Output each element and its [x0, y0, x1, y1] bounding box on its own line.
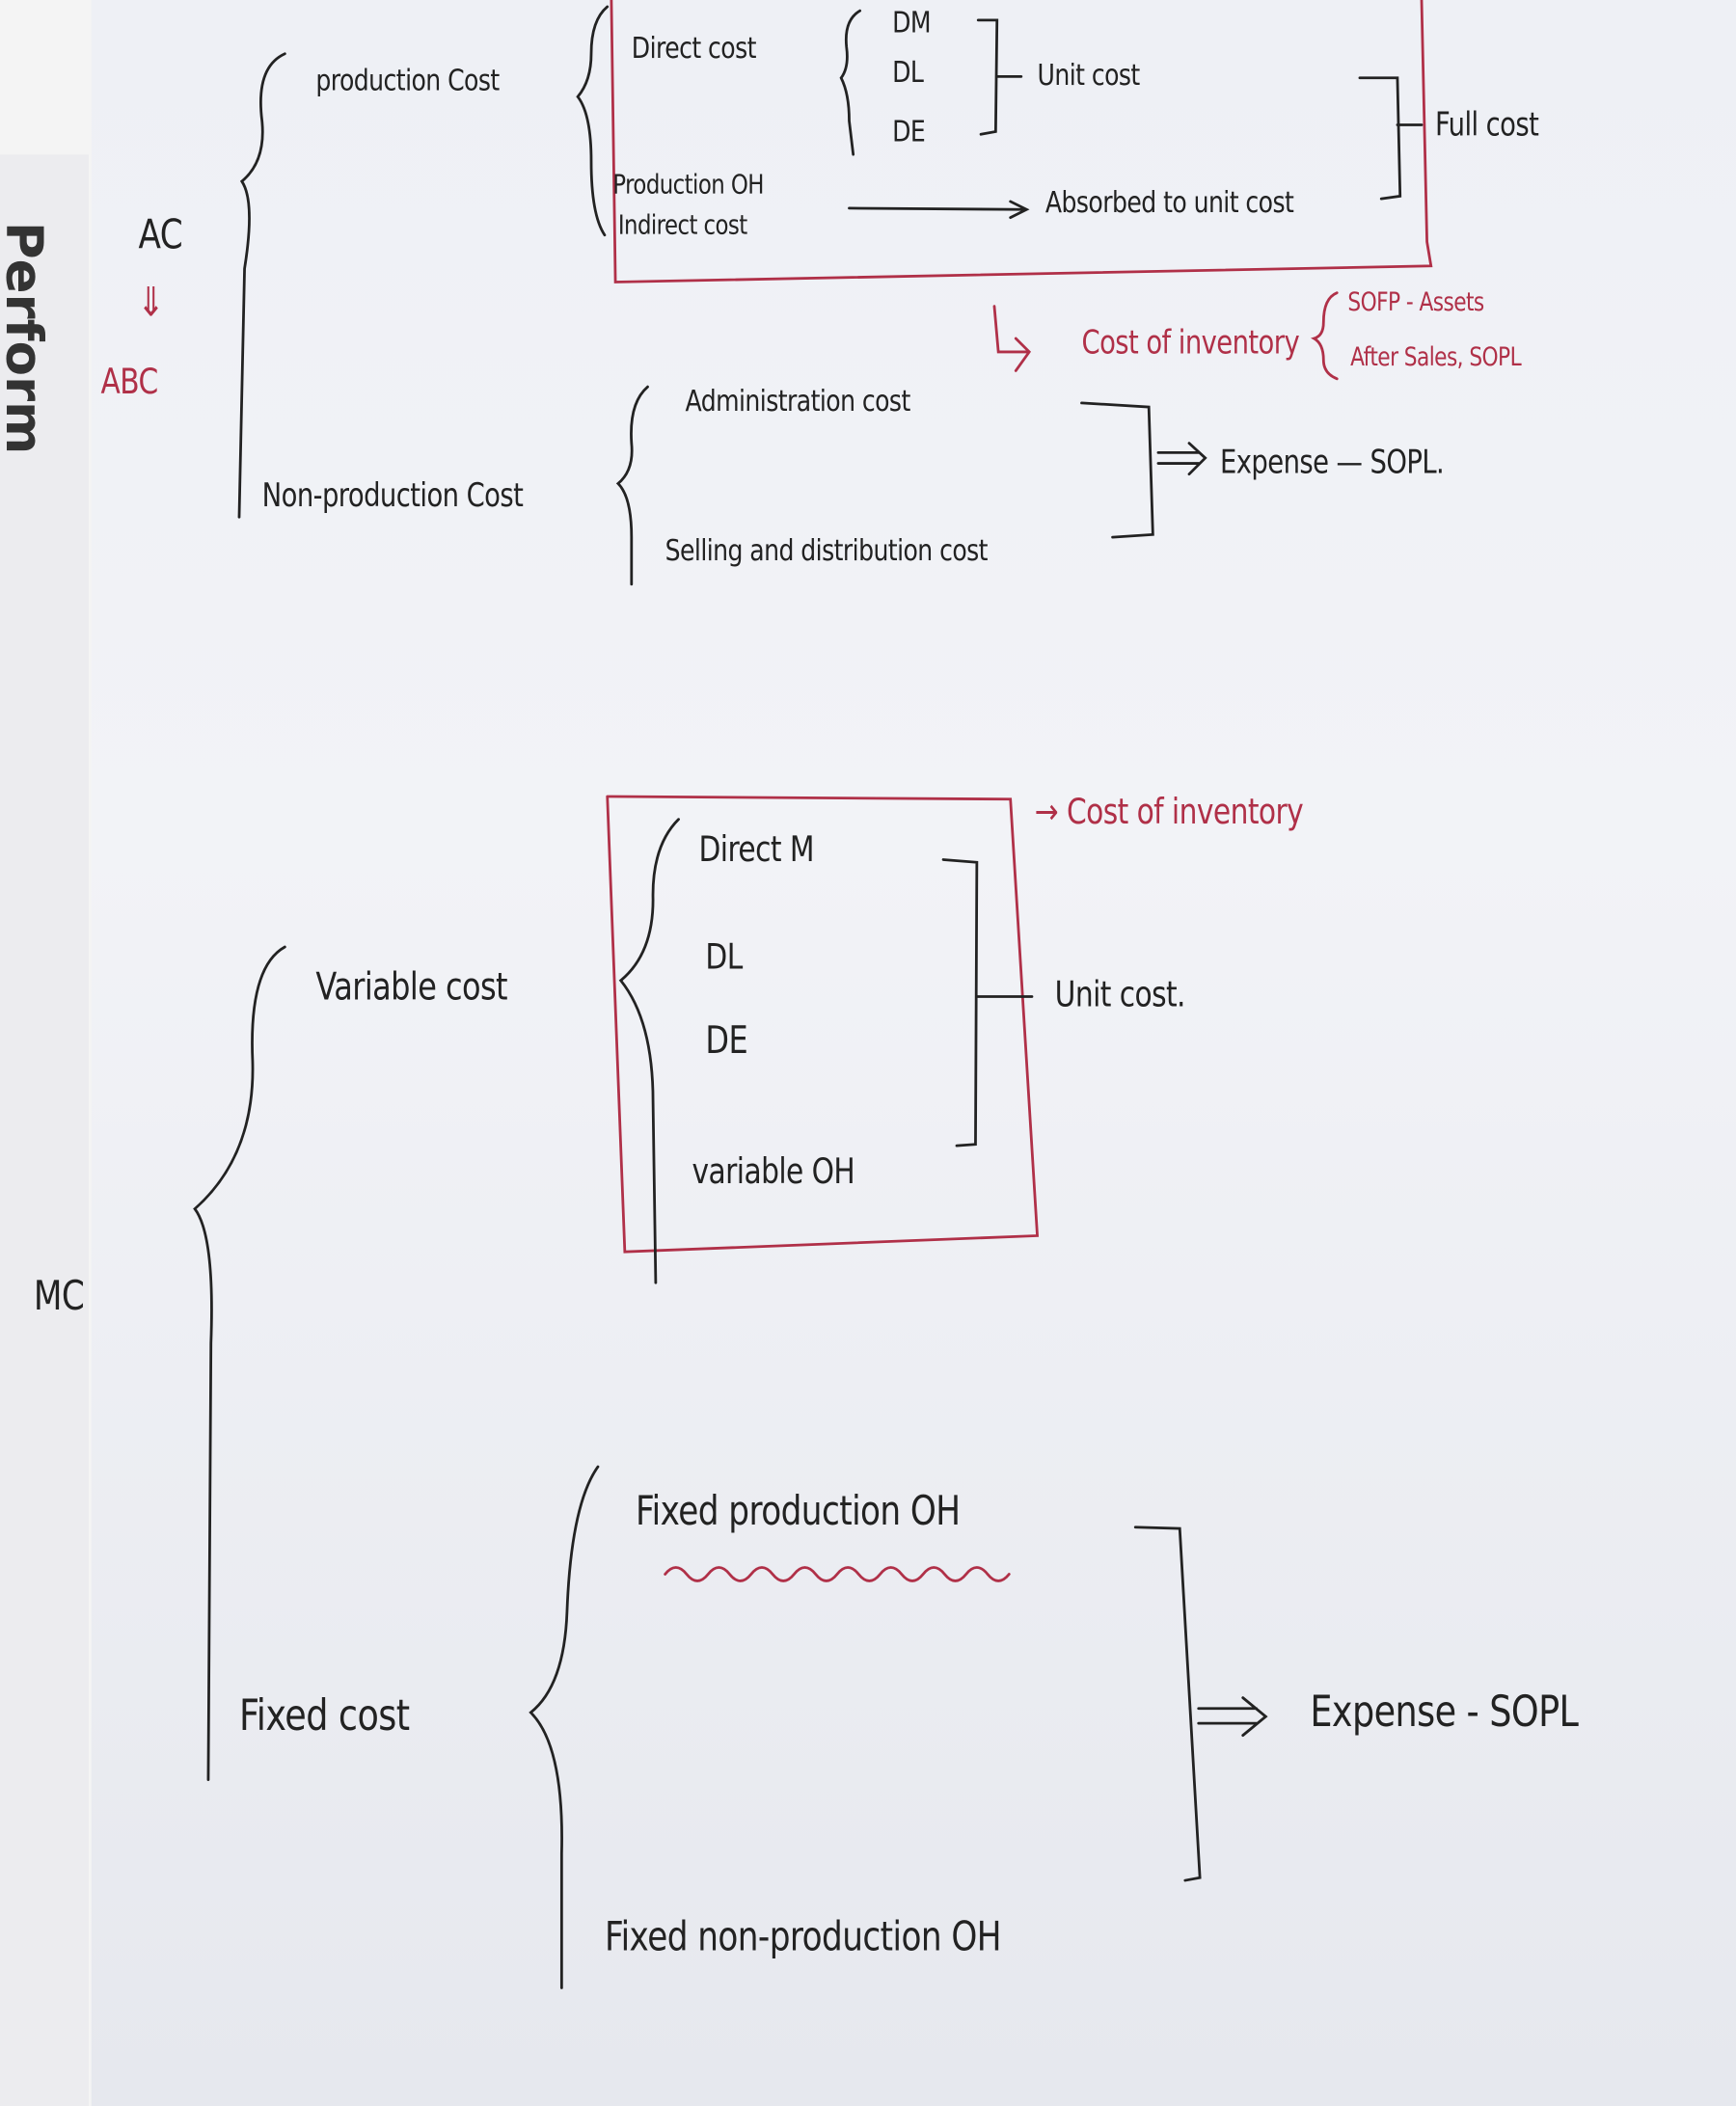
fixed-non-production-oh: Fixed non-production OH	[604, 1913, 1002, 1961]
dl: DL	[892, 56, 924, 91]
indirect-cost: Indirect cost	[617, 207, 747, 241]
red-brace-inventory	[1310, 291, 1339, 381]
cost-of-inventory-mc: → Cost of inventory	[1034, 792, 1304, 833]
bracket-unit	[976, 18, 1023, 136]
direct-m: Direct M	[698, 829, 814, 871]
absorbed-to-unit-cost: Absorbed to unit cost	[1044, 186, 1294, 221]
mc-label: MC	[33, 1273, 85, 1321]
red-wavy-underline	[664, 1566, 1011, 1582]
brace-variable	[618, 818, 680, 1284]
non-production-cost: Non-production Cost	[261, 476, 524, 515]
unit-cost: Unit cost	[1037, 59, 1141, 94]
production-cost: production Cost	[315, 64, 500, 98]
fixed-production-oh: Fixed production OH	[635, 1488, 961, 1536]
variable-oh: variable OH	[692, 1152, 855, 1193]
bracket-unit-mc	[941, 858, 1034, 1148]
ac-label: AC	[138, 212, 183, 259]
production-oh: Production OH	[612, 168, 764, 201]
book-edge	[0, 154, 89, 2106]
administration-cost: Administration cost	[685, 385, 911, 419]
big-brace-mc	[193, 945, 286, 1781]
cost-of-inventory: Cost of inventory	[1081, 323, 1300, 362]
full-cost: Full cost	[1434, 106, 1539, 145]
brace-fixed	[529, 1465, 600, 1989]
dm: DM	[892, 6, 931, 40]
expense-sopl: Expense — SOPL.	[1220, 443, 1445, 481]
brace-nonproduction	[615, 385, 649, 586]
brace-production	[576, 5, 610, 237]
arrow-absorbed	[848, 200, 1030, 220]
expense-sopl-mc: Expense - SOPL	[1310, 1686, 1579, 1738]
abc-label: ABC	[100, 363, 158, 403]
after-sales-sopl: After Sales, SOPL	[1350, 342, 1522, 372]
red-box-absorption	[610, 0, 1433, 284]
selling-distribution-cost: Selling and distribution cost	[665, 534, 989, 569]
double-arrow-expense	[1156, 442, 1207, 476]
de: DE	[892, 115, 926, 149]
de-mc: DE	[705, 1017, 748, 1063]
double-arrow-fixed	[1197, 1696, 1268, 1738]
red-box-marginal	[606, 795, 1040, 1254]
dl-mc: DL	[705, 937, 743, 979]
down-arrow-icon: ⇓	[137, 279, 165, 327]
brace-direct	[839, 9, 862, 156]
sofp-assets: SOFP - Assets	[1347, 287, 1484, 317]
variable-cost: Variable cost	[315, 964, 508, 1010]
bracket-expense	[1080, 401, 1154, 539]
bracket-fixed-expense	[1133, 1526, 1202, 1882]
red-arrow-inventory	[992, 305, 1032, 372]
unit-cost-mc: Unit cost.	[1054, 975, 1186, 1016]
bracket-full	[1358, 76, 1424, 201]
direct-cost: Direct cost	[631, 32, 757, 67]
big-brace-ac	[237, 52, 286, 519]
fixed-cost: Fixed cost	[238, 1689, 410, 1742]
